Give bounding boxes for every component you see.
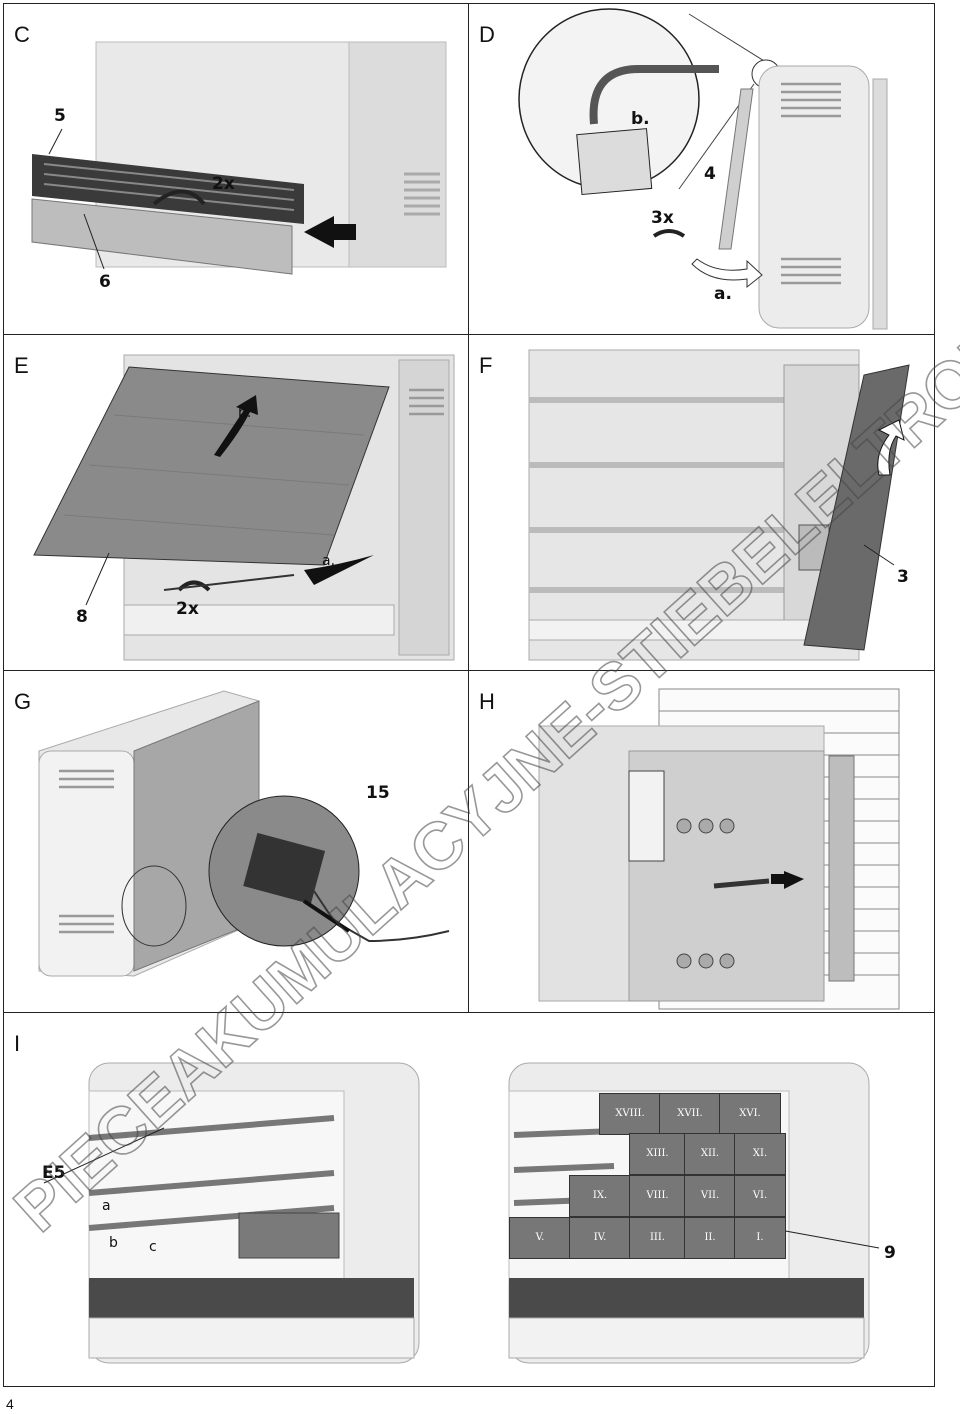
brick: III. <box>629 1217 686 1259</box>
brick: XII. <box>684 1133 736 1175</box>
panel-d-label: D <box>479 22 495 47</box>
callout-i-a: a <box>102 1198 111 1214</box>
callout-c-2x: 2x <box>212 174 235 194</box>
callout-d-a: a. <box>714 284 732 304</box>
panel-f-label: F <box>479 353 493 378</box>
callout-e-2x: 2x <box>176 599 199 619</box>
panel-f-illustration <box>528 349 910 661</box>
brick: VIII. <box>629 1175 686 1217</box>
panel-d-illustration <box>518 8 888 330</box>
panel-g-illustration <box>38 690 450 977</box>
brick: IV. <box>569 1217 631 1259</box>
callout-i-c: c <box>149 1239 157 1255</box>
panel-e-illustration <box>33 354 455 661</box>
panel-h: H <box>468 670 935 1013</box>
panel-g: G 15 <box>3 670 469 1013</box>
panel-i-illustration <box>43 1062 880 1364</box>
callout-c-6: 6 <box>99 272 111 292</box>
brick: VII. <box>684 1175 736 1217</box>
panel-d: D b. 4 3x a. <box>468 3 935 335</box>
brick-grid: XVIII. XVII. XVI. XIII. XII. XI. IX. VII… <box>504 1093 786 1259</box>
callout-d-b: b. <box>631 109 650 129</box>
brick: V. <box>509 1217 571 1259</box>
panel-c-label: C <box>14 22 30 47</box>
callout-e-b: b. <box>238 405 252 421</box>
panel-e-label: E <box>14 353 29 378</box>
callout-d-4: 4 <box>704 164 716 184</box>
brick: VI. <box>734 1175 786 1217</box>
brick: II. <box>684 1217 736 1259</box>
panel-i: I E5 a b c 9 XVIII. XVII. XVI. XIII. XII… <box>3 1012 935 1387</box>
brick: XVIII. <box>599 1093 661 1135</box>
brick: XI. <box>734 1133 786 1175</box>
callout-e-8: 8 <box>76 607 88 627</box>
callout-i-e5: E5 <box>42 1163 66 1183</box>
callout-g-15: 15 <box>366 783 390 803</box>
callout-e-a: a. <box>322 553 336 569</box>
callout-f-3: 3 <box>897 567 909 587</box>
panel-c-illustration <box>31 41 447 275</box>
panel-i-label: I <box>14 1031 21 1056</box>
brick: XIII. <box>629 1133 686 1175</box>
brick: IX. <box>569 1175 631 1217</box>
panel-f: F 3 <box>468 334 935 671</box>
callout-c-5: 5 <box>54 106 66 126</box>
panel-e: E b. a. 8 2x <box>3 334 469 671</box>
panel-c: C 5 2x 6 <box>3 3 469 335</box>
panel-h-label: H <box>479 689 495 714</box>
brick: I. <box>734 1217 786 1259</box>
brick: XVI. <box>719 1093 781 1135</box>
callout-i-9: 9 <box>884 1243 896 1263</box>
callout-i-b: b <box>109 1235 118 1251</box>
brick: XVII. <box>659 1093 721 1135</box>
panel-g-label: G <box>14 689 32 714</box>
panel-h-illustration <box>538 688 900 1010</box>
callout-d-3x: 3x <box>651 208 674 228</box>
page-number: 4 <box>6 1396 14 1412</box>
